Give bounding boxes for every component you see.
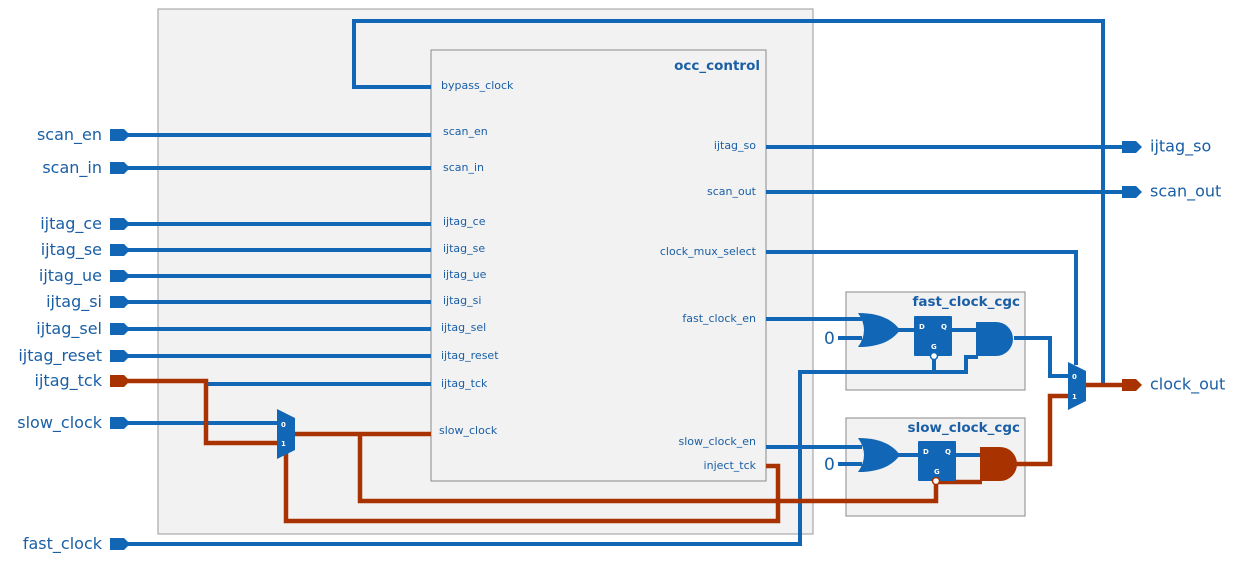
port-label-clock-out: clock_out [1150,375,1225,395]
port-label-ijtag-sel: ijtag_sel [36,319,102,339]
slow-cgc-latch[interactable]: D Q G [918,441,956,486]
fast-clock-cgc-title: fast_clock_cgc [912,294,1020,310]
pin-ijtag-so: ijtag_so [714,139,756,152]
pin-ijtag-se: ijtag_se [443,242,485,255]
port-label-ijtag-reset: ijtag_reset [18,346,102,366]
slow-ff-pin-q: Q [945,448,951,456]
left-port-markers [110,129,130,550]
slow-cgc-latch-body [918,441,956,481]
fast-cgc-latch[interactable]: D Q G [914,316,952,361]
wire-clock-mux-select [766,250,1078,365]
port-marker-ijtag-reset[interactable] [110,350,130,362]
out-mux-pin-zero: 0 [1072,373,1077,381]
slow-clock-cgc-title: slow_clock_cgc [908,420,1020,436]
pin-clock-mux-select: clock_mux_select [660,245,757,258]
port-label-slow-clock: slow_clock [17,413,102,433]
pin-scan-out: scan_out [707,185,757,198]
port-label-ijtag-si: ijtag_si [46,292,102,312]
pin-ijtag-ce: ijtag_ce [443,215,486,228]
port-marker-scan-in[interactable] [110,162,130,174]
port-label-ijtag-ce: ijtag_ce [40,214,102,234]
port-label-ijtag-so: ijtag_so [1150,137,1211,157]
port-label-fast-clock: fast_clock [23,534,103,554]
clock-select-mux[interactable]: 0 1 [277,409,295,459]
wire-fast-and-mux [1014,336,1068,378]
mux-pin-one: 1 [281,440,286,448]
wire-bypass-loop [352,19,1105,385]
port-marker-ijtag-si[interactable] [110,296,130,308]
out-mux-pin-one: 1 [1072,393,1077,401]
occ-control-block[interactable] [430,49,767,482]
right-port-markers [1122,141,1142,391]
port-label-scan-out: scan_out [1150,182,1221,202]
port-marker-ijtag-se[interactable] [110,244,130,256]
left-port-labels: scan_en scan_in ijtag_ce ijtag_se ijtag_… [17,125,102,554]
clock-out-mux[interactable]: 0 1 [1068,362,1086,410]
wire-slow-clock-to-ff-g [357,434,939,504]
port-marker-scan-en[interactable] [110,129,130,141]
slow-cgc-and-gate[interactable] [980,447,1017,481]
slow-ff-g-bubble [931,476,941,486]
port-marker-clock-out[interactable] [1122,379,1142,391]
port-label-ijtag-se: ijtag_se [41,240,102,260]
port-label-ijtag-ue: ijtag_ue [39,266,102,286]
mux-pin-zero: 0 [281,421,286,429]
pin-fast-clock-en: fast_clock_en [682,312,756,325]
fast-cgc-const-zero: 0 [824,329,835,349]
pin-ijtag-si: ijtag_si [443,294,481,307]
out-mux-shape [1068,362,1086,410]
port-label-ijtag-tck: ijtag_tck [35,371,103,391]
fast-ff-pin-q: Q [941,323,947,331]
wire-ijtag-tck-clock [128,378,278,446]
port-label-scan-in: scan_in [42,158,102,178]
right-port-labels: ijtag_so scan_out clock_out [1150,137,1225,395]
port-marker-scan-out[interactable] [1122,186,1142,198]
wire-fast-clock [128,355,978,546]
fast-ff-g-bubble [929,351,939,361]
slow-cgc-const-zero: 0 [824,455,835,475]
port-marker-ijtag-ce[interactable] [110,218,130,230]
pin-scan-in: scan_in [443,161,484,174]
pin-ijtag-sel: ijtag_sel [441,321,486,334]
pin-ijtag-reset: ijtag_reset [441,349,499,362]
pin-slow-clock: slow_clock [439,424,498,437]
port-marker-slow-clock[interactable] [110,417,130,429]
pin-slow-clock-en: slow_clock_en [678,435,756,448]
port-marker-fast-clock[interactable] [110,538,130,550]
wire-slow-and-mux [1016,393,1068,467]
slow-cgc-or-gate[interactable] [858,438,900,472]
port-marker-ijtag-sel[interactable] [110,323,130,335]
wire-inject-tck-loop [283,450,781,524]
fast-cgc-and-gate[interactable] [976,322,1013,356]
mux-shape [277,409,295,459]
fast-cgc-or-gate[interactable] [858,313,900,347]
pin-ijtag-ue: ijtag_ue [443,268,487,281]
slow-ff-pin-g: G [934,468,940,476]
port-marker-ijtag-ue[interactable] [110,270,130,282]
fast-ff-pin-d: D [919,323,925,331]
occ-control-title: occ_control [674,58,760,74]
pin-bypass-clock: bypass_clock [441,79,514,92]
occ-control-input-pins: bypass_clock scan_en scan_in ijtag_ce ij… [439,79,514,437]
fast-ff-pin-g: G [931,343,937,351]
occ-control-output-pins: ijtag_so scan_out clock_mux_select fast_… [660,139,757,472]
pin-ijtag-tck: ijtag_tck [441,377,488,390]
port-label-scan-en: scan_en [37,125,102,145]
fast-cgc-latch-body [914,316,952,356]
port-marker-ijtag-so[interactable] [1122,141,1142,153]
slow-ff-pin-d: D [923,448,929,456]
pin-inject-tck: inject_tck [704,459,757,472]
port-marker-ijtag-tck[interactable] [110,375,130,387]
pin-scan-en: scan_en [443,125,488,138]
